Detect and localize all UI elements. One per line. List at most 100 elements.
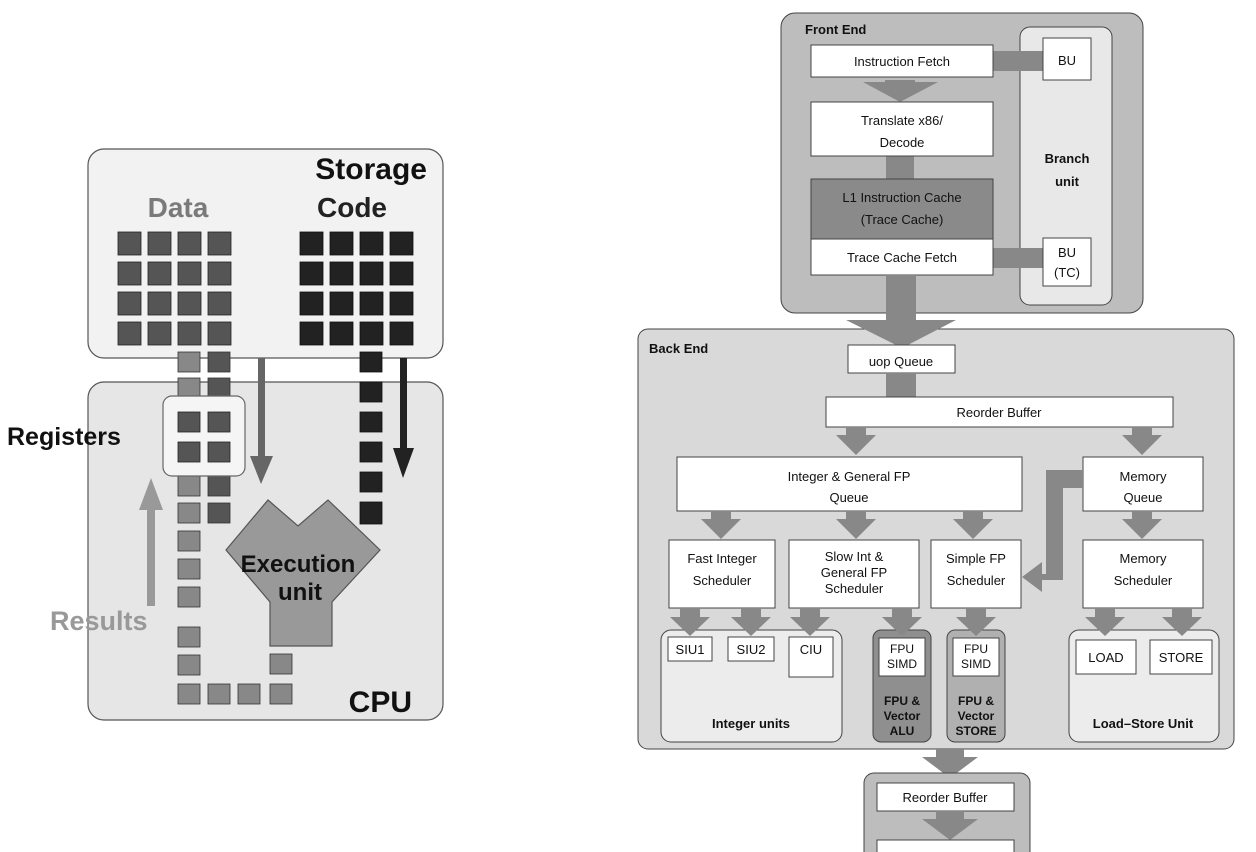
trace-cache-label: (Trace Cache) — [861, 212, 944, 227]
decode-label: Decode — [880, 135, 925, 150]
backend-retire-arrow — [922, 757, 978, 778]
register-blocks — [177, 411, 231, 463]
cpu-label: CPU — [349, 686, 412, 719]
execution-unit-label: unit — [278, 579, 322, 606]
retire-reorder-buffer-label: Reorder Buffer — [902, 790, 988, 805]
simple-fp-label-2: Scheduler — [947, 573, 1006, 588]
siu2-box — [727, 636, 775, 662]
fpu-alu-label-3: ALU — [890, 724, 915, 738]
fpu-store-label-3: STORE — [955, 724, 996, 738]
sched-unit-arrows — [670, 608, 1202, 636]
retire-inner-stem — [936, 811, 964, 821]
uop-to-rob-bar — [886, 373, 916, 397]
retire-inner-arrow — [922, 819, 978, 840]
registers-label: Registers — [7, 423, 121, 451]
simple-fp-label: Simple FP — [946, 551, 1006, 566]
load-store-unit-label: Load–Store Unit — [1093, 716, 1194, 731]
ciu-label: CIU — [800, 642, 822, 657]
code-label: Code — [317, 192, 387, 223]
fpu-simd-alu-label-2: SIMD — [887, 657, 917, 671]
fpu-simd-store-label: FPU — [964, 642, 988, 656]
slow-int-sched-box — [788, 539, 920, 609]
translate-to-cache-bar — [886, 156, 914, 180]
frontend-backend-arrow — [846, 320, 956, 348]
simple-fp-sched-box — [930, 539, 1022, 609]
execution-unit-shape — [225, 499, 381, 647]
branch-unit-panel — [1019, 26, 1113, 306]
store-box — [1149, 639, 1213, 675]
memory-queue-label: Memory — [1120, 469, 1167, 484]
back-end-title: Back End — [649, 341, 708, 356]
fpu-simd-store-label-2: SIMD — [961, 657, 991, 671]
bu-tc-sub-label: (TC) — [1054, 265, 1080, 280]
slow-int-label-2: General FP — [821, 565, 887, 580]
data-blocks — [117, 231, 232, 346]
store-label: STORE — [1159, 650, 1204, 665]
reorder-buffer-label: Reorder Buffer — [956, 405, 1042, 420]
results-up-arrow — [139, 478, 163, 606]
data-path-blocks — [177, 351, 293, 705]
memory-to-simplefp-arrow — [1022, 470, 1083, 592]
right-diagram: Front End Branch unit Instruction Fetch … — [637, 12, 1235, 852]
bu-box — [1042, 37, 1092, 81]
data-label: Data — [148, 192, 209, 223]
siu2-label: SIU2 — [737, 642, 766, 657]
int-fp-queue-label-2: Queue — [829, 490, 868, 505]
fetch-to-translate-arrow — [863, 82, 938, 102]
fpu-simd-alu-box — [878, 637, 926, 677]
front-end-title: Front End — [805, 22, 866, 37]
memory-sched-label-2: Scheduler — [1114, 573, 1173, 588]
code-path-blocks — [359, 351, 383, 525]
int-fp-queue-box — [676, 456, 1023, 512]
fpu-alu-label-2: Vector — [884, 709, 921, 723]
bu-tc-label: BU — [1058, 245, 1076, 260]
memory-sched-box — [1082, 539, 1204, 609]
load-box — [1075, 639, 1137, 675]
translate-label: Translate x86/ — [861, 113, 943, 128]
bu-tc-box — [1042, 237, 1092, 287]
branch-unit-label: Branch — [1045, 151, 1090, 166]
fpu-alu-label: FPU & — [884, 694, 920, 708]
code-blocks — [299, 231, 414, 346]
fast-int-sched-box — [668, 539, 776, 609]
instruction-fetch-label: Instruction Fetch — [854, 54, 950, 69]
trace-cache-fetch-box — [810, 238, 994, 276]
l1-cache-label: L1 Instruction Cache — [842, 190, 961, 205]
registers-box — [162, 395, 246, 477]
memory-sched-label: Memory — [1120, 551, 1167, 566]
instruction-fetch-box — [810, 44, 994, 78]
tcfetch-bu-connector — [993, 248, 1043, 268]
backend-retire-stem — [936, 749, 964, 759]
slow-int-label-3: Scheduler — [825, 581, 884, 596]
memory-queue-box — [1082, 456, 1204, 512]
int-fp-queue-label: Integer & General FP — [788, 469, 911, 484]
fast-int-label-2: Scheduler — [693, 573, 752, 588]
slow-int-label: Slow Int & — [825, 549, 884, 564]
retire-next-box — [876, 839, 1015, 852]
queue-sched-arrows — [701, 511, 1162, 539]
code-down-arrow — [393, 358, 414, 478]
left-diagram: Storage Data Code — [7, 148, 444, 721]
rob-arrows — [836, 427, 1162, 455]
uop-queue-box — [847, 344, 956, 374]
memory-queue-label-2: Queue — [1123, 490, 1162, 505]
integer-units-label: Integer units — [712, 716, 790, 731]
fpu-simd-alu-label: FPU — [890, 642, 914, 656]
fast-int-label: Fast Integer — [687, 551, 757, 566]
fetch-bu-connector — [993, 51, 1043, 71]
frontend-backend-stem — [886, 275, 916, 323]
trace-cache-fetch-label: Trace Cache Fetch — [847, 250, 957, 265]
branch-unit-label-2: unit — [1055, 174, 1079, 189]
data-down-arrow — [250, 358, 273, 484]
storage-panel — [87, 148, 444, 359]
storage-label: Storage — [315, 153, 427, 186]
siu1-label: SIU1 — [676, 642, 705, 657]
translate-decode-box — [810, 101, 994, 157]
uop-queue-label: uop Queue — [869, 354, 933, 369]
retire-reorder-buffer-box — [876, 782, 1015, 812]
bu-label: BU — [1058, 53, 1076, 68]
reorder-buffer-box — [825, 396, 1174, 428]
siu1-box — [667, 636, 713, 662]
ciu-box — [788, 636, 834, 678]
